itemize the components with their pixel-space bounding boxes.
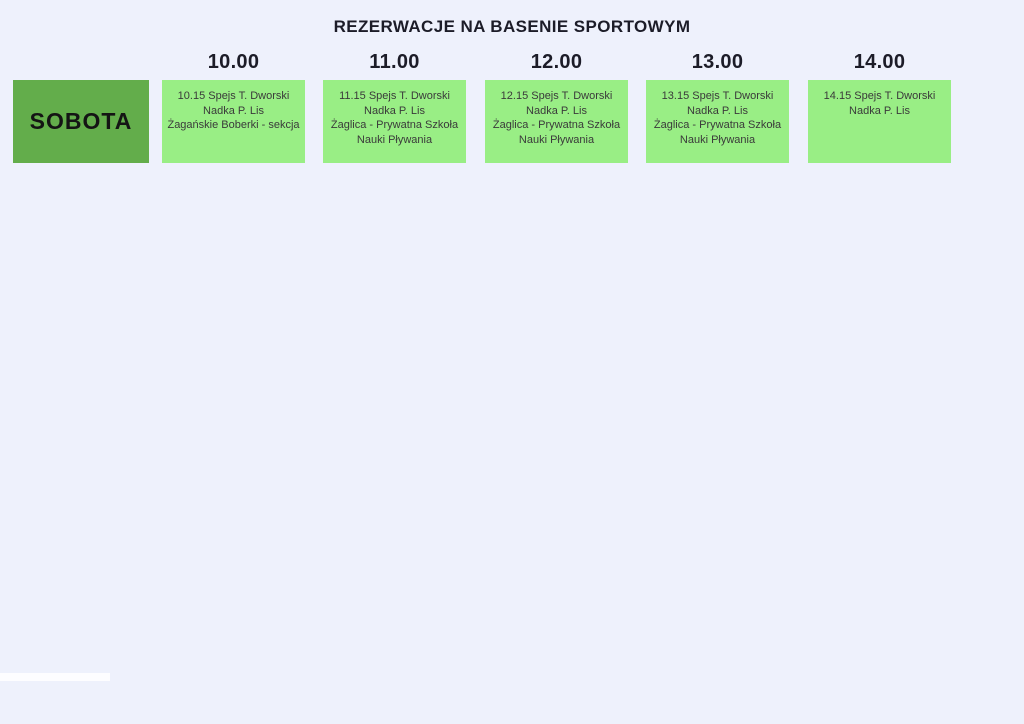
reservation-line: 10.15 Spejs T. Dworski — [177, 90, 290, 102]
reservation-cell-14: 14.15 Spejs T. Dworski Nadka P. Lis — [808, 80, 951, 163]
reservation-line: 12.15 Spejs T. Dworski — [500, 90, 613, 102]
reservation-line: 14.15 Spejs T. Dworski — [823, 90, 936, 102]
reservation-cell-13: 13.15 Spejs T. Dworski Nadka P. Lis Żagl… — [646, 80, 789, 163]
time-header-13: 13.00 — [691, 51, 744, 73]
time-header-11: 11.00 — [369, 51, 420, 73]
time-header-12: 12.00 — [530, 51, 583, 73]
reservation-line: Nauki Pływania — [518, 133, 595, 146]
reservation-line: 11.15 Spejs T. Dworski — [339, 90, 450, 102]
page-title: REZERWACJE NA BASENIE SPORTOWYM — [333, 17, 691, 36]
reservation-line: Żaglica - Prywatna Szkoła — [330, 119, 459, 131]
reservation-cell-11: 11.15 Spejs T. Dworski Nadka P. Lis Żagl… — [323, 80, 466, 163]
reservation-line: Żaglica - Prywatna Szkoła — [492, 119, 621, 131]
reservation-line: Nauki Pływania — [679, 133, 756, 146]
decorative-bar — [0, 673, 110, 681]
reservation-cell-12: 12.15 Spejs T. Dworski Nadka P. Lis Żagl… — [485, 80, 628, 163]
reservation-line: Nadka P. Lis — [849, 104, 910, 117]
reservation-line: Nadka P. Lis — [687, 104, 748, 117]
reservation-line: Żaglica - Prywatna Szkoła — [653, 119, 782, 131]
reservation-line: Nadka P. Lis — [364, 104, 425, 117]
time-header-14: 14.00 — [853, 51, 906, 73]
reservation-line: Nadka P. Lis — [203, 104, 264, 117]
day-cell-sobota: SOBOTA — [13, 80, 149, 163]
reservation-cell-10: 10.15 Spejs T. Dworski Nadka P. Lis Żaga… — [162, 80, 305, 163]
reservation-line: Żagańskie Boberki - sekcja — [167, 119, 300, 131]
time-header-10: 10.00 — [207, 51, 260, 73]
reservation-line: Nadka P. Lis — [526, 104, 587, 117]
reservation-line: 13.15 Spejs T. Dworski — [661, 90, 774, 102]
day-label: SOBOTA — [29, 108, 133, 134]
reservation-line: Nauki Pływania — [356, 133, 433, 146]
